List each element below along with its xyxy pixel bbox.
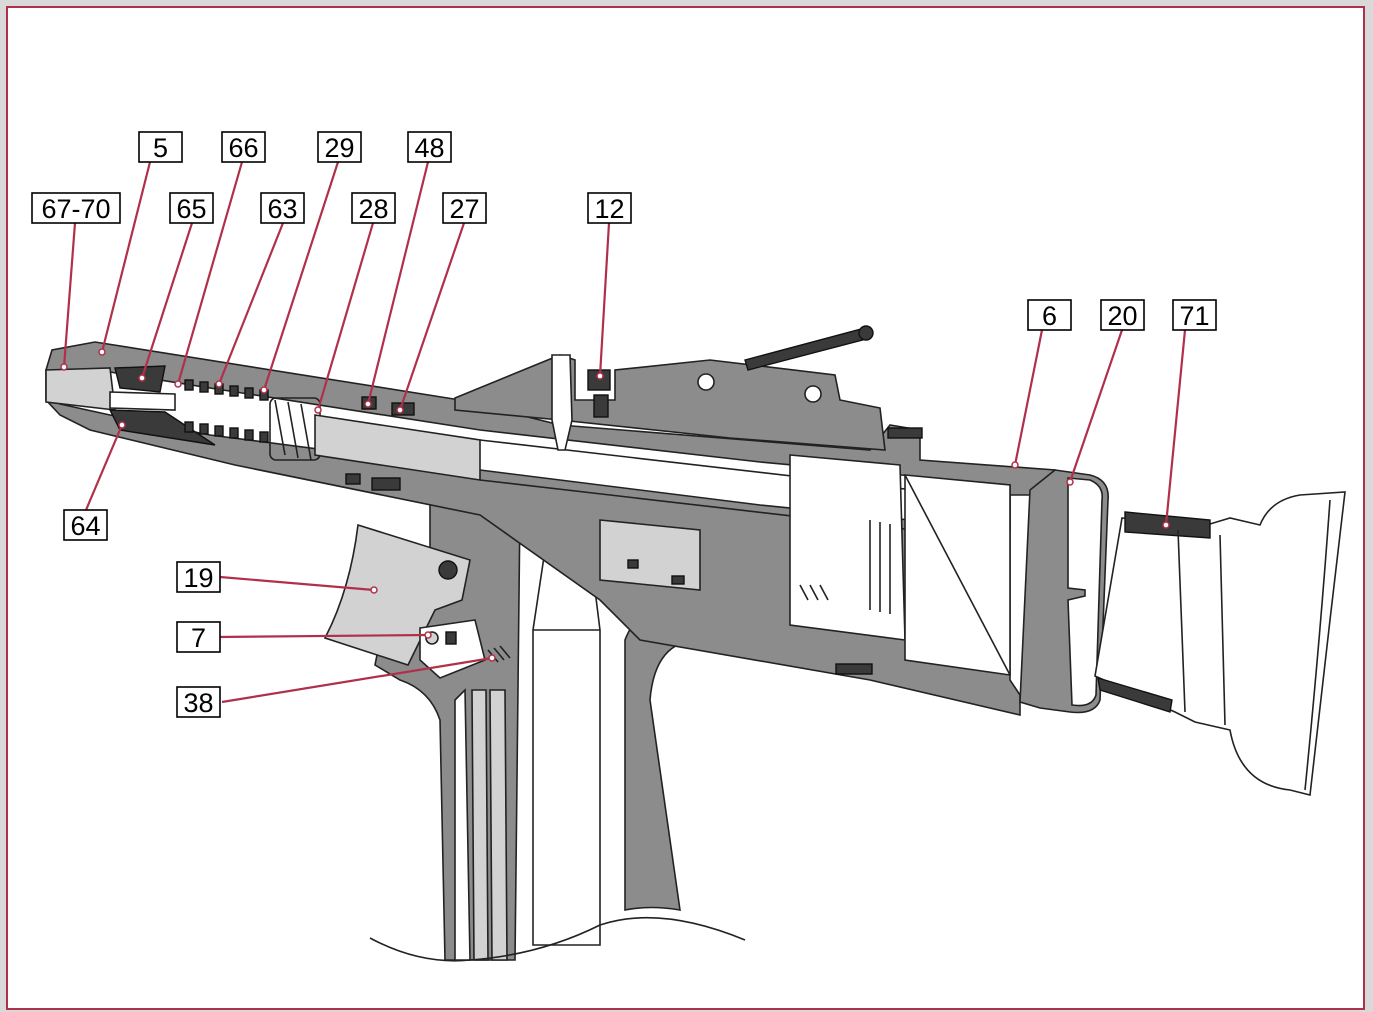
callout-65: 65 <box>169 192 214 224</box>
callout-29: 29 <box>317 131 362 163</box>
svg-text:5: 5 <box>153 133 168 163</box>
chamber-mid <box>599 519 701 591</box>
threaded-jaw <box>109 391 176 411</box>
seal-lower-a <box>345 473 361 485</box>
svg-text:6: 6 <box>1042 301 1057 331</box>
hanger-rod <box>744 327 872 371</box>
rear-spring-38 <box>799 584 829 601</box>
callout-48: 48 <box>407 131 452 163</box>
callout-19: 19 <box>176 561 221 593</box>
callout-66: 66 <box>221 131 266 163</box>
callout-12: 12 <box>587 192 632 224</box>
bracket-hole-a <box>697 373 715 391</box>
jaw-bottom <box>108 409 216 446</box>
seal-lower-b <box>371 477 401 491</box>
callout-labels: 5 66 29 48 67-70 65 63 28 <box>31 131 1217 718</box>
svg-text:48: 48 <box>414 133 444 163</box>
callout-5: 5 <box>138 131 183 163</box>
valve-12-lower <box>593 394 609 418</box>
tool-body <box>45 325 1109 961</box>
trigger-pivot <box>438 560 458 580</box>
valve-stem <box>551 354 573 451</box>
callout-64: 64 <box>63 509 108 541</box>
svg-text:66: 66 <box>228 133 258 163</box>
nose-piece <box>45 367 116 411</box>
svg-text:12: 12 <box>594 194 624 224</box>
svg-text:67-70: 67-70 <box>41 194 110 224</box>
svg-text:19: 19 <box>183 563 213 593</box>
break-line-bottom <box>369 916 746 962</box>
bracket-hole-b <box>804 385 822 403</box>
leader-lines <box>60 161 1187 704</box>
callout-67-70: 67-70 <box>31 192 121 224</box>
handle-channel-a <box>471 689 489 961</box>
trigger-lever[interactable] <box>323 523 471 666</box>
handle-piston <box>532 539 601 946</box>
end-plate-inner <box>1067 477 1104 707</box>
svg-text:27: 27 <box>449 194 479 224</box>
rear-mechanism <box>789 454 906 641</box>
svg-text:28: 28 <box>358 194 388 224</box>
svg-text:7: 7 <box>191 623 206 653</box>
svg-text:65: 65 <box>176 194 206 224</box>
trigger-assembly <box>323 523 511 679</box>
callout-20: 20 <box>1100 299 1145 331</box>
svg-text:20: 20 <box>1107 301 1137 331</box>
callout-63: 63 <box>260 192 305 224</box>
callout-38: 38 <box>176 686 221 718</box>
valve-12-block <box>587 369 611 391</box>
svg-text:71: 71 <box>1179 301 1209 331</box>
svg-text:29: 29 <box>324 133 354 163</box>
main-spring <box>269 397 321 461</box>
handle-channel-b <box>489 689 508 961</box>
callout-27: 27 <box>442 192 487 224</box>
fitting-band-bottom <box>1097 677 1173 713</box>
callout-28: 28 <box>351 192 396 224</box>
svg-text:64: 64 <box>70 511 100 541</box>
callout-7: 7 <box>176 621 221 653</box>
svg-text:63: 63 <box>267 194 297 224</box>
spring-coils-bottom <box>184 421 269 443</box>
fitting-body <box>1094 491 1346 796</box>
callout-6: 6 <box>1027 299 1072 331</box>
svg-text:38: 38 <box>183 688 213 718</box>
hose-fitting <box>1094 491 1346 796</box>
callout-71: 71 <box>1172 299 1217 331</box>
